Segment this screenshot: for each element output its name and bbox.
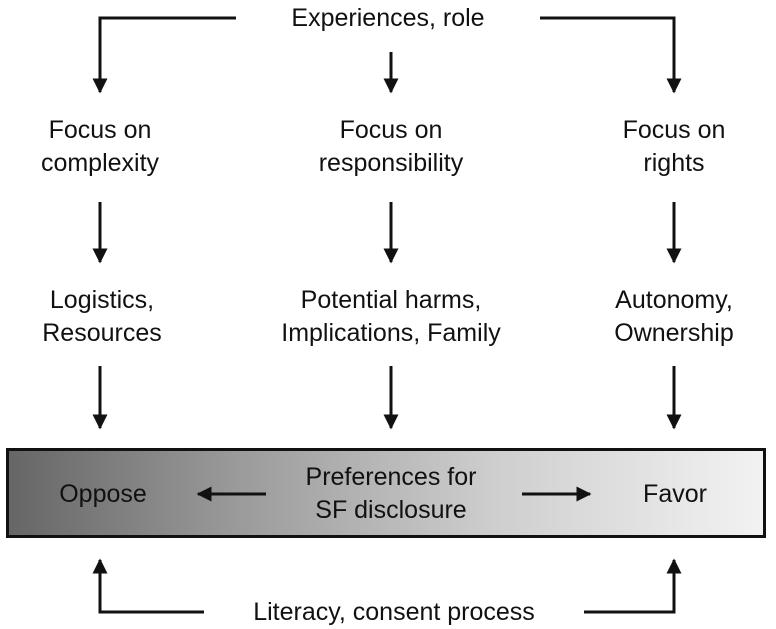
right-focus-line-2: rights <box>643 149 705 177</box>
middle-factors-line-1: Potential harms, <box>300 286 482 314</box>
preferences-label: Preferences for SF disclosure <box>271 461 511 527</box>
top-left-connector <box>92 16 236 94</box>
oppose-label: Oppose <box>59 480 147 508</box>
left-factors-line-2: Resources <box>42 319 162 347</box>
right-focus-label: Focus on rights <box>574 114 774 180</box>
preferences-line-1: Preferences for <box>305 463 477 491</box>
left-focus-label: Focus on complexity <box>0 114 200 180</box>
right-focus-line-1: Focus on <box>622 116 726 144</box>
bottom-left-connector <box>92 558 204 614</box>
left-factors-label: Logistics, Resources <box>0 284 204 350</box>
preferences-line-2: SF disclosure <box>315 496 467 524</box>
middle-focus-line-1: Focus on <box>339 116 443 144</box>
middle-factors-label: Potential harms, Implications, Family <box>251 284 531 350</box>
left-focus-line-2: complexity <box>40 149 160 177</box>
right-factors-line-2: Ownership <box>614 319 734 347</box>
bottom-label: Literacy, consent process <box>253 598 535 626</box>
middle-focus-line-2: responsibility <box>318 149 464 177</box>
middle-factors-line-2: Implications, Family <box>281 319 501 347</box>
middle-focus-label: Focus on responsibility <box>271 114 511 180</box>
left-focus-line-1: Focus on <box>48 116 152 144</box>
top-right-connector <box>540 16 682 94</box>
right-factors-line-1: Autonomy, <box>615 286 733 314</box>
left-factors-line-1: Logistics, <box>49 286 155 314</box>
top-label: Experiences, role <box>291 4 485 32</box>
right-factors-label: Autonomy, Ownership <box>574 284 774 350</box>
preference-bar <box>6 448 766 538</box>
favor-label: Favor <box>643 480 707 508</box>
bottom-right-connector <box>584 558 682 614</box>
